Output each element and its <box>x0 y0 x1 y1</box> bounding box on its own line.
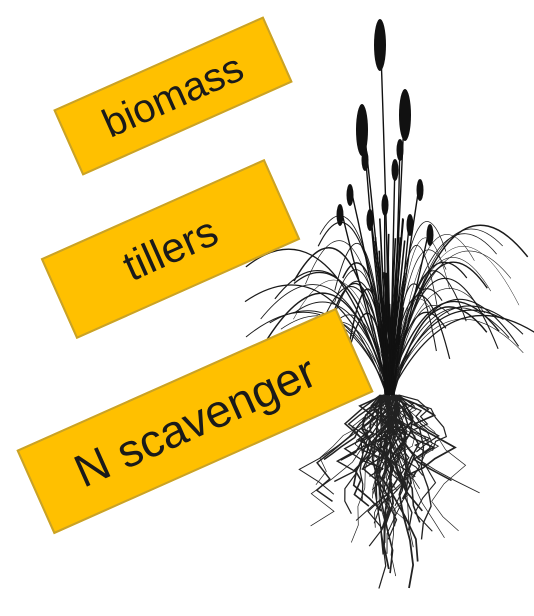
seed-head <box>382 194 389 216</box>
seed-head <box>407 214 414 236</box>
seed-head <box>397 139 404 161</box>
seed-head <box>374 19 386 71</box>
seed-head <box>417 179 424 201</box>
seed-head <box>367 209 374 231</box>
seed-head <box>427 224 434 246</box>
tillers-label: tillers <box>116 207 225 291</box>
seed-heads <box>337 19 434 246</box>
seed-head <box>362 149 369 171</box>
seed-head <box>392 159 399 181</box>
seed-head <box>399 89 411 141</box>
root-system <box>299 395 479 589</box>
seed-head <box>347 184 354 206</box>
seed-head <box>337 204 344 226</box>
seed-head <box>356 104 368 156</box>
